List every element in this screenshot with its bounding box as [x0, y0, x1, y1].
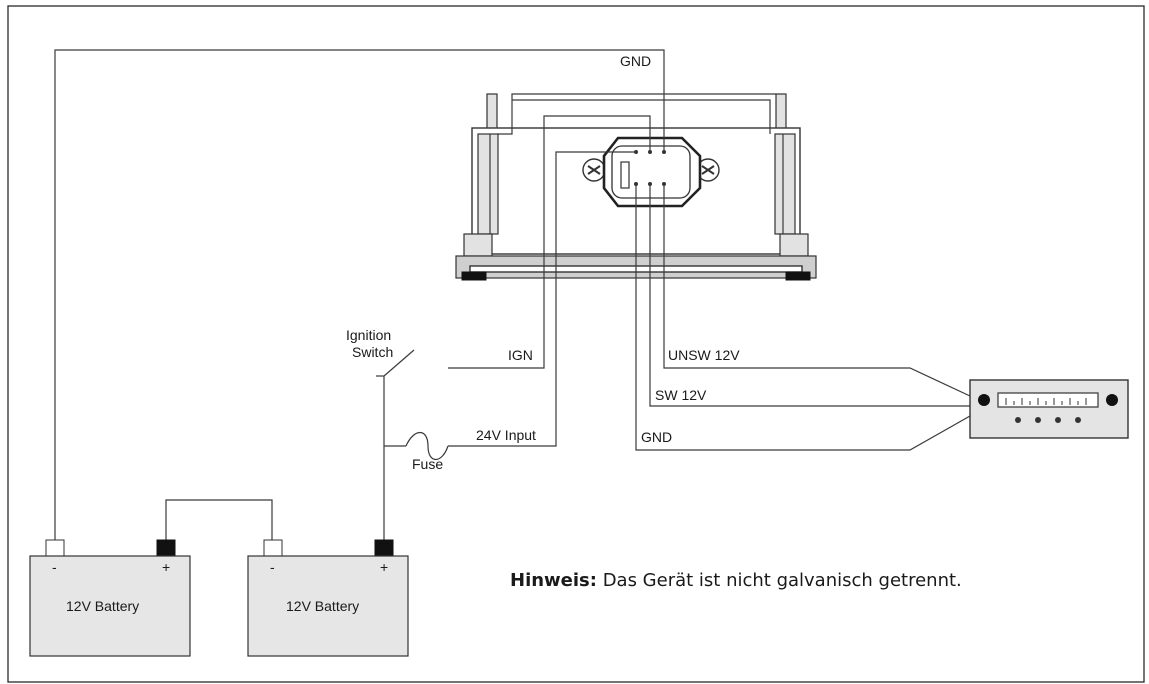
gnd-top-label: GND	[620, 53, 651, 69]
ign-wire	[448, 115, 651, 369]
battery-icon	[247, 555, 409, 657]
input-24v-wire	[448, 151, 636, 447]
note-bold: Hinweis:	[510, 570, 597, 591]
unsw-wire	[663, 184, 971, 397]
gnd-bottom-label: GND	[641, 429, 672, 445]
note-body: Das Gerät ist nicht galvanisch getrennt.	[597, 570, 962, 591]
battery-link-wire	[165, 499, 273, 540]
sw-wire	[649, 184, 970, 407]
fuse-icon	[405, 431, 449, 461]
gnd-top-wire	[54, 49, 665, 540]
battery-1-neg-label: -	[52, 559, 57, 575]
ign-label: IGN	[508, 347, 533, 363]
ignition-switch-icon	[376, 349, 415, 377]
battery-feed-wire	[383, 445, 406, 540]
sw-label: SW 12V	[655, 387, 707, 403]
battery-icon	[29, 555, 191, 657]
battery-2-neg-label: -	[270, 559, 275, 575]
battery-2-label: 12V Battery	[286, 598, 359, 614]
battery-2-pos-label: +	[380, 559, 388, 575]
connector-icon	[582, 136, 720, 208]
ignition-switch-label-line2: Switch	[352, 344, 393, 360]
unsw-label: UNSW 12V	[668, 347, 740, 363]
ignition-switch-label-line1: Ignition	[346, 327, 391, 343]
battery-2: - + 12V Battery	[247, 539, 409, 657]
fuse-label: Fuse	[412, 456, 443, 472]
battery-1-pos-terminal	[156, 539, 176, 557]
radio-icon	[969, 379, 1129, 439]
note-text: Hinweis: Das Gerät ist nicht galvanisch …	[510, 570, 962, 591]
battery-2-pos-terminal	[374, 539, 394, 557]
battery-2-neg-terminal	[263, 539, 283, 557]
battery-1-label: 12V Battery	[66, 598, 139, 614]
gnd-bottom-wire	[635, 184, 971, 451]
battery-1-pos-label: +	[162, 559, 170, 575]
battery-1-neg-terminal	[45, 539, 65, 557]
diagram-frame	[7, 5, 1145, 683]
input-24v-label: 24V Input	[476, 427, 536, 443]
battery-1: - + 12V Battery	[29, 539, 191, 657]
